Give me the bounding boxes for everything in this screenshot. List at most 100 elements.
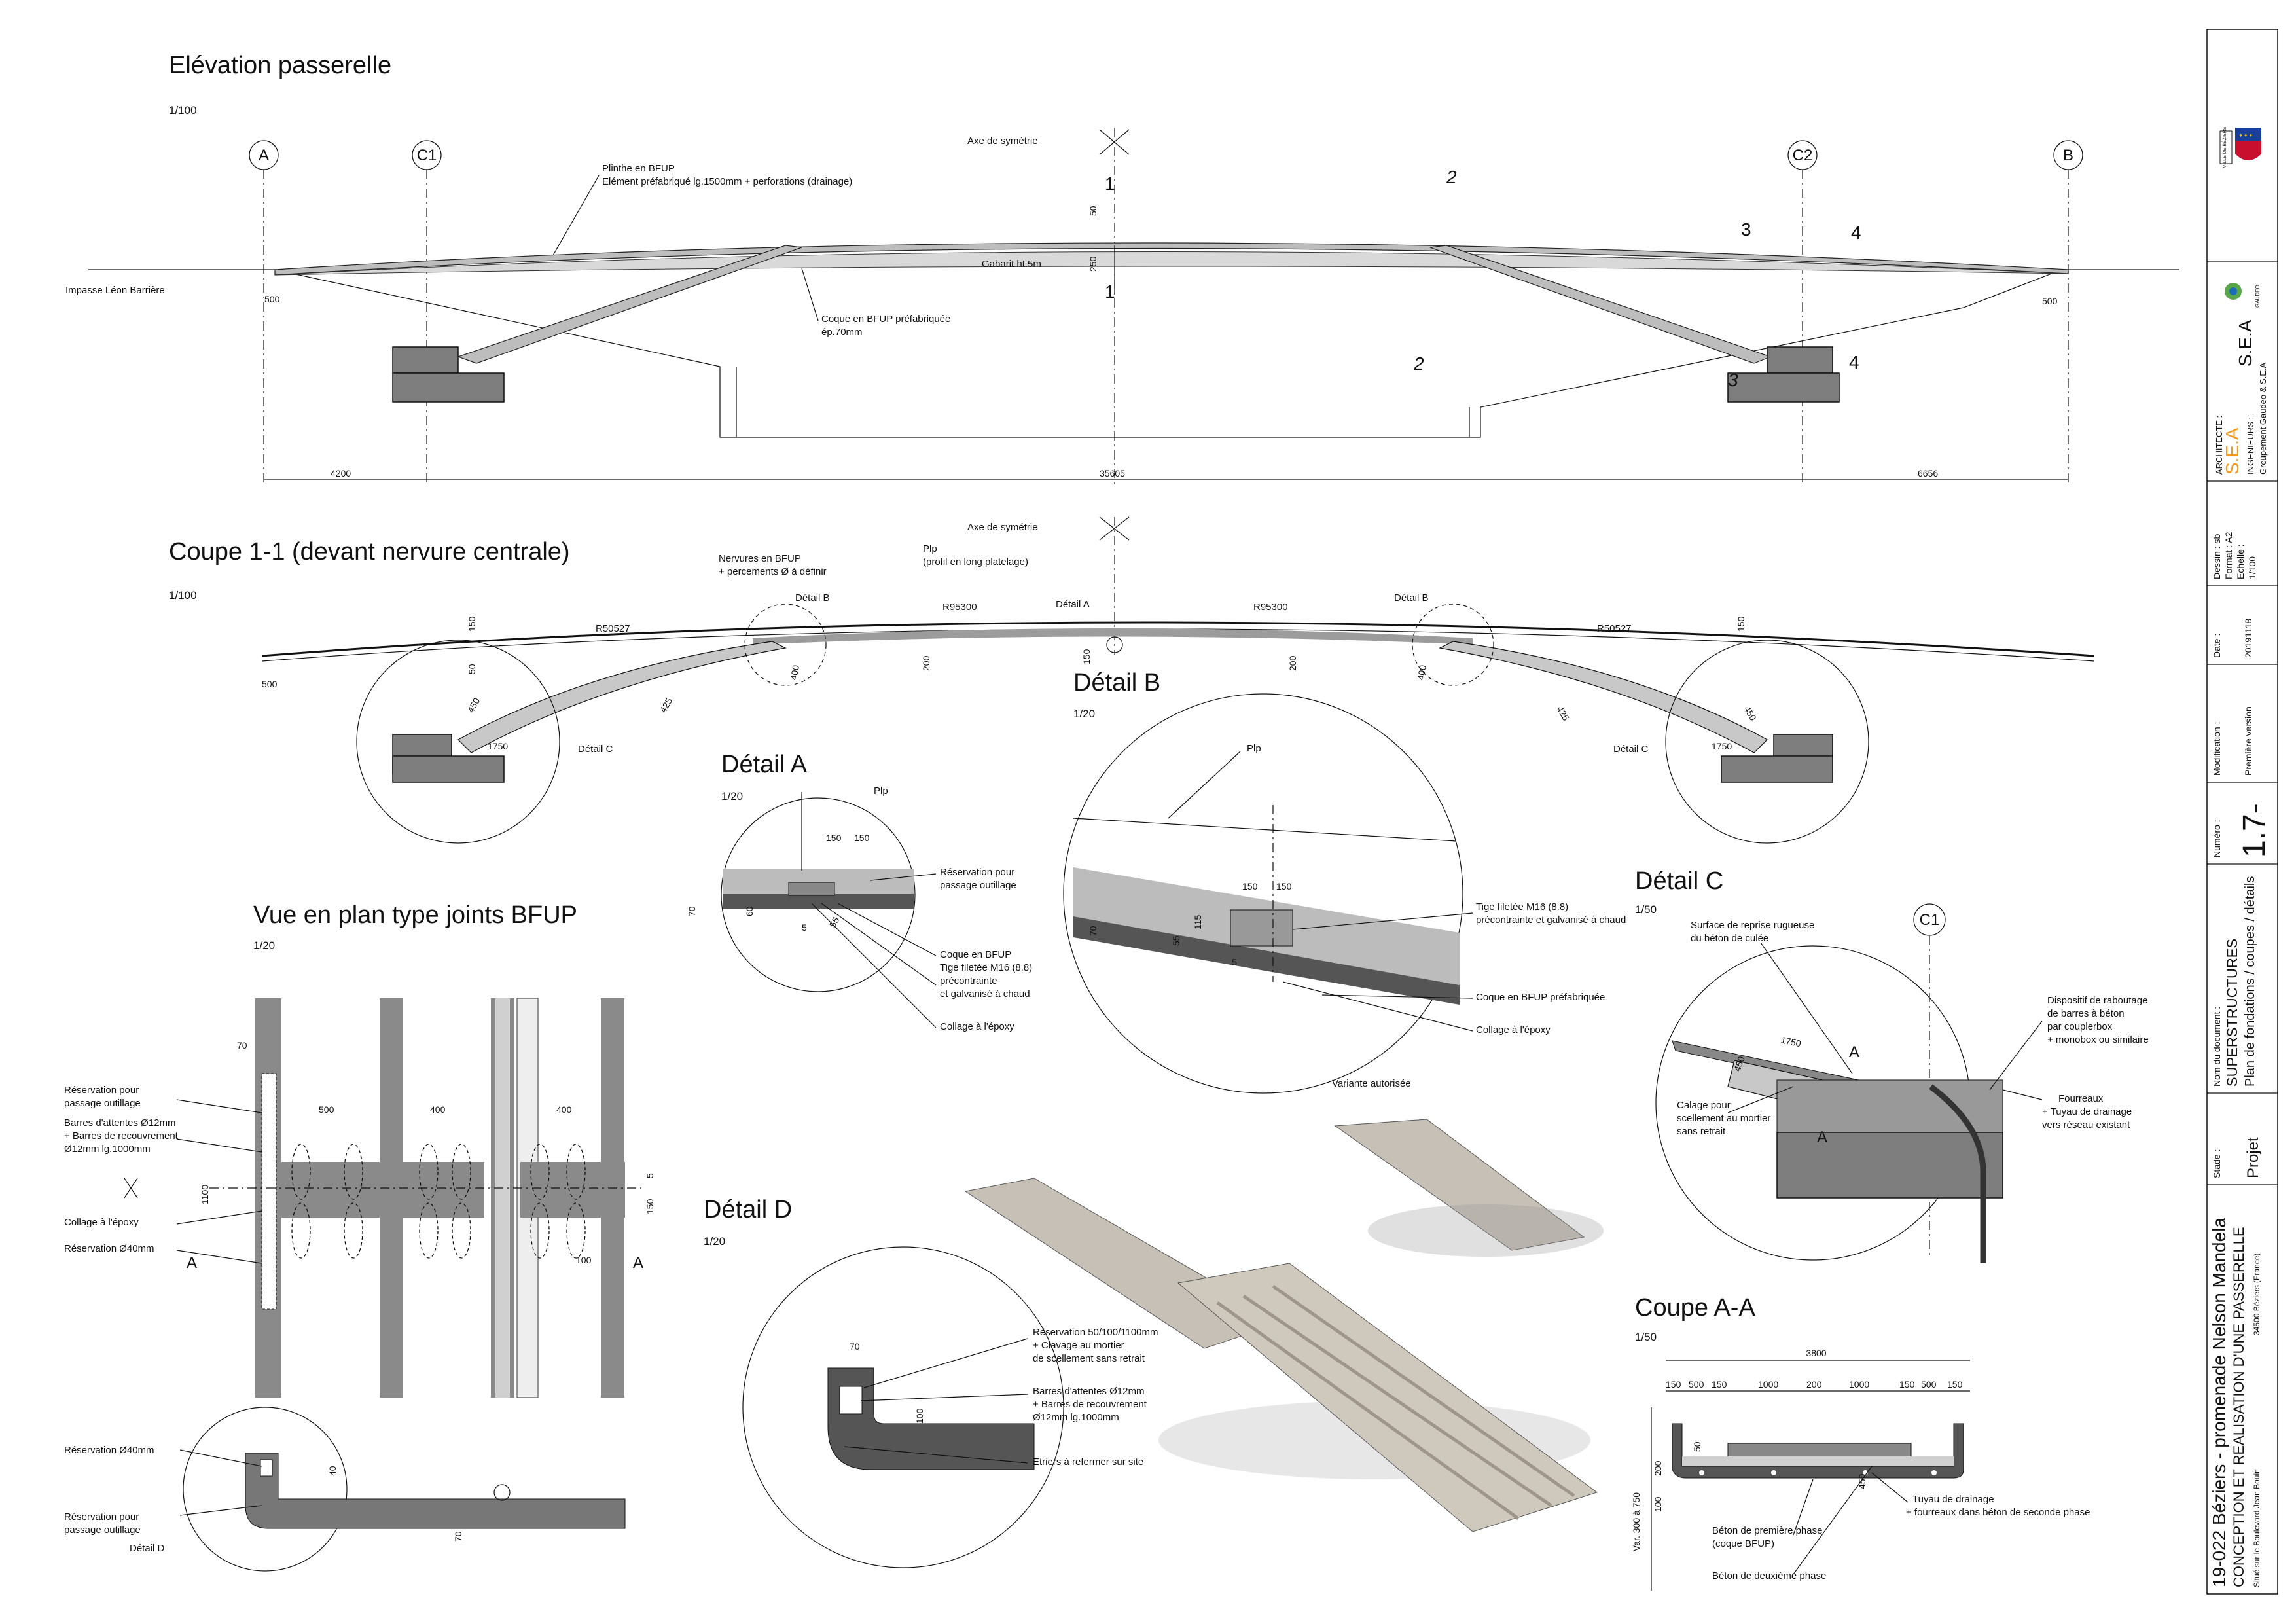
title-block-text: ARCHITECTE : S.E.A INGENIEURS : Groupeme… — [2209, 362, 2272, 1587]
svg-text:150: 150 — [1712, 1379, 1727, 1390]
svg-text:500: 500 — [1921, 1379, 1937, 1390]
svg-text:55: 55 — [827, 915, 842, 929]
svg-text:1000: 1000 — [1758, 1379, 1778, 1390]
svg-text:+ monobox ou similaire: + monobox ou similaire — [2047, 1034, 2149, 1045]
detail-c-title: Détail C — [1635, 867, 1723, 895]
cut-4-marker: 4 — [1851, 223, 1861, 243]
svg-text:Collage à l'époxy: Collage à l'époxy — [1476, 1024, 1551, 1036]
svg-text:150: 150 — [1276, 881, 1292, 892]
axis-bubble-c2: C2 — [1787, 140, 1818, 484]
ribs-note: Nervures en BFUP — [719, 553, 801, 564]
svg-text:Groupement Gaudeo & S.E.A: Groupement Gaudeo & S.E.A — [2258, 362, 2268, 475]
svg-text:100: 100 — [914, 1408, 925, 1424]
joint-band-right — [520, 1162, 625, 1218]
section-a-a-title: Coupe A-A — [1635, 1294, 1755, 1322]
section-a-a-part-dims: 150 500 150 1000 200 1000 150 500 150 — [1666, 1379, 1963, 1390]
svg-text:50: 50 — [1088, 206, 1098, 216]
svg-text:(profil en long platelage): (profil en long platelage) — [923, 556, 1028, 568]
svg-text:200: 200 — [1653, 1460, 1663, 1476]
svg-text:50: 50 — [467, 664, 477, 674]
svg-text:200: 200 — [921, 655, 931, 671]
svg-text:Plp: Plp — [1247, 743, 1261, 754]
svg-text:Détail D: Détail D — [130, 1543, 165, 1554]
svg-text:1/20: 1/20 — [721, 790, 743, 803]
deck-line — [261, 621, 2095, 657]
svg-text:A: A — [633, 1254, 643, 1272]
detail-b: Détail B 1/20 Plp 150 150 115 70 5 55 Ti… — [1063, 669, 1626, 1094]
svg-text:115: 115 — [1193, 914, 1203, 929]
svg-text:R95300: R95300 — [942, 602, 977, 613]
svg-text:Collage à l'époxy: Collage à l'époxy — [64, 1217, 139, 1228]
svg-text:425: 425 — [1554, 704, 1571, 723]
svg-text:+ Barres de recouvrement: + Barres de recouvrement — [1033, 1399, 1147, 1410]
svg-text:(coque BFUP): (coque BFUP) — [1712, 1538, 1774, 1549]
svg-text:Projet: Projet — [2244, 1137, 2262, 1178]
svg-text:sans retrait: sans retrait — [1677, 1126, 1726, 1137]
section-1-1-scale: 1/100 — [169, 589, 197, 602]
symmetry-marker — [1099, 129, 1130, 155]
plp-note: Plp — [923, 543, 937, 554]
svg-text:400: 400 — [788, 664, 801, 681]
svg-text:70: 70 — [453, 1531, 463, 1542]
svg-text:150: 150 — [826, 833, 842, 843]
svg-text:1750: 1750 — [1712, 741, 1732, 751]
svg-text:Format : A2: Format : A2 — [2223, 532, 2234, 579]
svg-text:Tige filetée M16 (8.8): Tige filetée M16 (8.8) — [940, 962, 1032, 973]
svg-text:Elément préfabriqué lg.1500mm: Elément préfabriqué lg.1500mm + perforat… — [602, 176, 852, 187]
svg-text:425: 425 — [658, 696, 675, 714]
svg-text:3800: 3800 — [1806, 1348, 1826, 1358]
svg-text:20191118: 20191118 — [2243, 619, 2253, 658]
svg-text:150: 150 — [1666, 1379, 1681, 1390]
rib-left — [457, 641, 787, 753]
plinth-note: Plinthe en BFUP — [602, 163, 675, 174]
svg-text:1/20: 1/20 — [704, 1235, 725, 1248]
svg-text:55: 55 — [1171, 935, 1181, 946]
axis-bubble-b: B — [2053, 140, 2083, 484]
svg-text:Réservation pour: Réservation pour — [940, 867, 1014, 878]
svg-text:Nom du document :: Nom du document : — [2212, 1007, 2222, 1087]
svg-text:INGENIEURS :: INGENIEURS : — [2246, 417, 2255, 475]
svg-text:70: 70 — [237, 1040, 247, 1051]
svg-text:R50527: R50527 — [1597, 623, 1632, 634]
svg-text:Dessin : sb: Dessin : sb — [2212, 534, 2222, 579]
svg-text:Numéro :: Numéro : — [2212, 820, 2222, 857]
svg-text:500: 500 — [2042, 296, 2058, 306]
shell-note: Coque en BFUP préfabriquée — [821, 314, 950, 325]
svg-text:Coque en BFUP: Coque en BFUP — [940, 949, 1011, 960]
rib-right — [1439, 641, 1768, 753]
elevation-view: Elévation passerelle 1/100 A C1 C2 B Axe… — [65, 52, 2179, 484]
svg-text:passage outillage: passage outillage — [64, 1525, 141, 1536]
svg-text:70: 70 — [687, 906, 697, 916]
drawing-number: 1.7- — [2237, 803, 2272, 857]
svg-text:34500 Béziers (France): 34500 Béziers (France) — [2252, 1254, 2261, 1335]
svg-text:Tuyau de drainage: Tuyau de drainage — [1912, 1494, 1994, 1505]
axis-bubble-a: A — [249, 140, 279, 484]
svg-text:450: 450 — [1732, 1055, 1747, 1073]
svg-text:Echelle :: Echelle : — [2235, 544, 2246, 579]
cut-2-marker: 2 — [1446, 167, 1457, 187]
gauge-label: Gabarit ht.5m — [982, 259, 1041, 270]
svg-text:+ percements Ø à définir: + percements Ø à définir — [719, 566, 827, 577]
svg-text:Stade :: Stade : — [2212, 1149, 2222, 1178]
svg-text:ép.70mm: ép.70mm — [821, 327, 863, 338]
svg-text:Axe de symétrie: Axe de symétrie — [967, 522, 1038, 533]
svg-text:450: 450 — [1857, 1473, 1867, 1489]
svg-text:Détail B: Détail B — [1394, 592, 1429, 604]
svg-text:1100: 1100 — [200, 1185, 210, 1204]
elevation-symmetry-label: Axe de symétrie — [967, 135, 1038, 147]
svg-text:Barres d'attentes Ø12mm: Barres d'attentes Ø12mm — [64, 1117, 175, 1128]
svg-text:Détail C: Détail C — [578, 744, 613, 755]
svg-text:5: 5 — [645, 1173, 655, 1178]
svg-text:Situé sur le Boulevard Jean Bo: Situé sur le Boulevard Jean Bouin — [2252, 1469, 2261, 1587]
svg-text:B: B — [2063, 147, 2073, 164]
svg-text:précontrainte: précontrainte — [940, 975, 997, 986]
svg-text:Ø12mm lg.1000mm: Ø12mm lg.1000mm — [64, 1144, 151, 1155]
svg-text:100: 100 — [576, 1255, 592, 1265]
detail-c-circle-right — [1665, 640, 1869, 844]
svg-text:150: 150 — [1947, 1379, 1963, 1390]
svg-text:Barres d'attentes Ø12mm: Barres d'attentes Ø12mm — [1033, 1386, 1144, 1397]
svg-text:100: 100 — [1653, 1496, 1663, 1512]
svg-text:R50527: R50527 — [596, 623, 630, 634]
detail-b-circle-right — [1412, 604, 1494, 686]
svg-text:50: 50 — [1692, 1441, 1702, 1452]
